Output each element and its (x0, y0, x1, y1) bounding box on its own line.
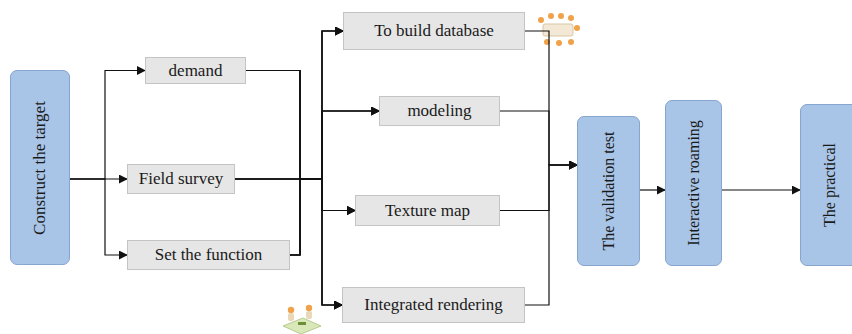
meeting-icon (283, 305, 321, 334)
box-label: Set the function (155, 245, 263, 265)
flow-arrow (290, 111, 379, 255)
stage-box: The validation test (577, 116, 640, 266)
process-box: Integrated rendering (342, 287, 525, 323)
box-label: Interactive roaming (684, 120, 702, 246)
box-label: Field survey (139, 169, 224, 189)
process-box: Field survey (127, 164, 235, 194)
people-icon (538, 13, 580, 46)
box-label: Construct the target (30, 101, 50, 235)
flow-arrow (640, 189, 665, 190)
flow-arrow (246, 31, 343, 179)
box-label: The practical (821, 143, 839, 227)
flow-arrow (235, 31, 343, 179)
flow-arrow (70, 179, 127, 255)
flow-arrow (70, 71, 145, 180)
flow-arrow (290, 31, 343, 255)
process-box: modeling (379, 96, 500, 126)
flow-arrow (525, 31, 577, 165)
box-label: modeling (407, 101, 471, 121)
box-label: Texture map (385, 201, 470, 221)
flow-arrow (235, 179, 355, 211)
stage-box: Interactive roaming (665, 100, 722, 266)
flow-arrow (525, 165, 577, 305)
box-label: demand (169, 61, 223, 81)
stage-box: The practical (800, 104, 852, 266)
process-box: Set the function (127, 240, 290, 270)
box-label: To build database (374, 21, 494, 41)
flow-arrow (290, 179, 342, 305)
box-label: The validation test (599, 131, 617, 250)
process-box: Texture map (355, 195, 500, 226)
flow-arrow (722, 189, 800, 190)
stage-box: Construct the target (10, 70, 70, 265)
process-box: demand (145, 57, 246, 84)
box-label: Integrated rendering (364, 295, 502, 315)
process-box: To build database (343, 12, 525, 50)
flow-arrow (246, 71, 379, 180)
flow-arrow (235, 111, 379, 179)
flow-arrow (500, 111, 577, 165)
flow-arrow (500, 165, 577, 211)
